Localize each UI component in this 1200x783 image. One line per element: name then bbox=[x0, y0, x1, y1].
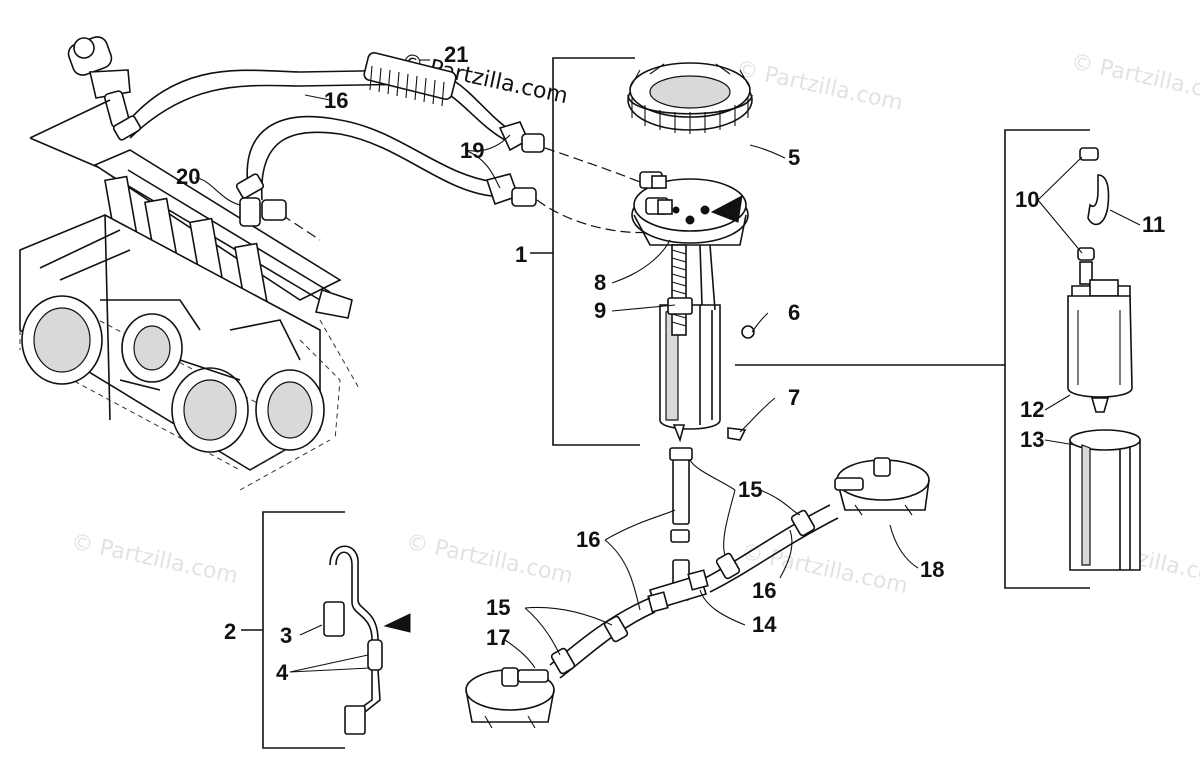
callout-21: 21 bbox=[444, 42, 468, 67]
throttle-body-assembly bbox=[19, 36, 361, 491]
callout-5: 5 bbox=[788, 145, 800, 170]
callout-13: 13 bbox=[1020, 427, 1044, 452]
wire-harness bbox=[323, 545, 411, 735]
leader-lines bbox=[194, 59, 1141, 673]
callout-6: 6 bbox=[788, 300, 800, 325]
callout-20: 20 bbox=[176, 164, 200, 189]
callout-16-top: 16 bbox=[324, 88, 348, 113]
fuel-pickup-lines bbox=[465, 447, 930, 729]
callout-15-bottom: 15 bbox=[486, 595, 510, 620]
callout-15-top: 15 bbox=[738, 477, 762, 502]
pump-flange bbox=[631, 171, 749, 246]
callout-17: 17 bbox=[486, 625, 510, 650]
screw bbox=[741, 325, 755, 339]
callout-11: 11 bbox=[1142, 212, 1165, 237]
callout-8: 8 bbox=[594, 270, 606, 295]
lock-ring bbox=[627, 62, 753, 134]
callout-16-mid: 16 bbox=[576, 527, 600, 552]
corrugated-sleeve bbox=[363, 52, 457, 107]
pump-detail bbox=[1067, 147, 1141, 571]
callout-7: 7 bbox=[788, 385, 800, 410]
watermark-4: © Partzilla.com bbox=[404, 529, 575, 589]
pump-body bbox=[659, 244, 721, 443]
callout-1: 1 bbox=[515, 242, 527, 267]
callout-10: 10 bbox=[1015, 187, 1039, 212]
callout-16-right: 16 bbox=[752, 578, 776, 603]
callout-2: 2 bbox=[224, 619, 236, 644]
callout-9: 9 bbox=[594, 298, 606, 323]
callout-18: 18 bbox=[920, 557, 944, 582]
callout-12: 12 bbox=[1020, 397, 1044, 422]
callout-3: 3 bbox=[280, 623, 292, 648]
fuel-hoses bbox=[112, 52, 651, 234]
watermark-2: © Partzilla.com bbox=[1069, 49, 1200, 109]
callout-4: 4 bbox=[276, 660, 289, 685]
callout-labels: 21 16 19 20 1 5 8 9 6 7 10 11 12 13 15 1… bbox=[176, 42, 1165, 685]
callout-14: 14 bbox=[752, 612, 777, 637]
watermark-1: © Partzilla.com bbox=[734, 56, 905, 116]
watermark-3: © Partzilla.com bbox=[69, 529, 240, 589]
callout-19: 19 bbox=[460, 138, 484, 163]
pump-detail-bracket bbox=[1004, 129, 1090, 589]
pump-assembly-bracket bbox=[530, 57, 1005, 446]
harness-bracket bbox=[241, 511, 345, 749]
